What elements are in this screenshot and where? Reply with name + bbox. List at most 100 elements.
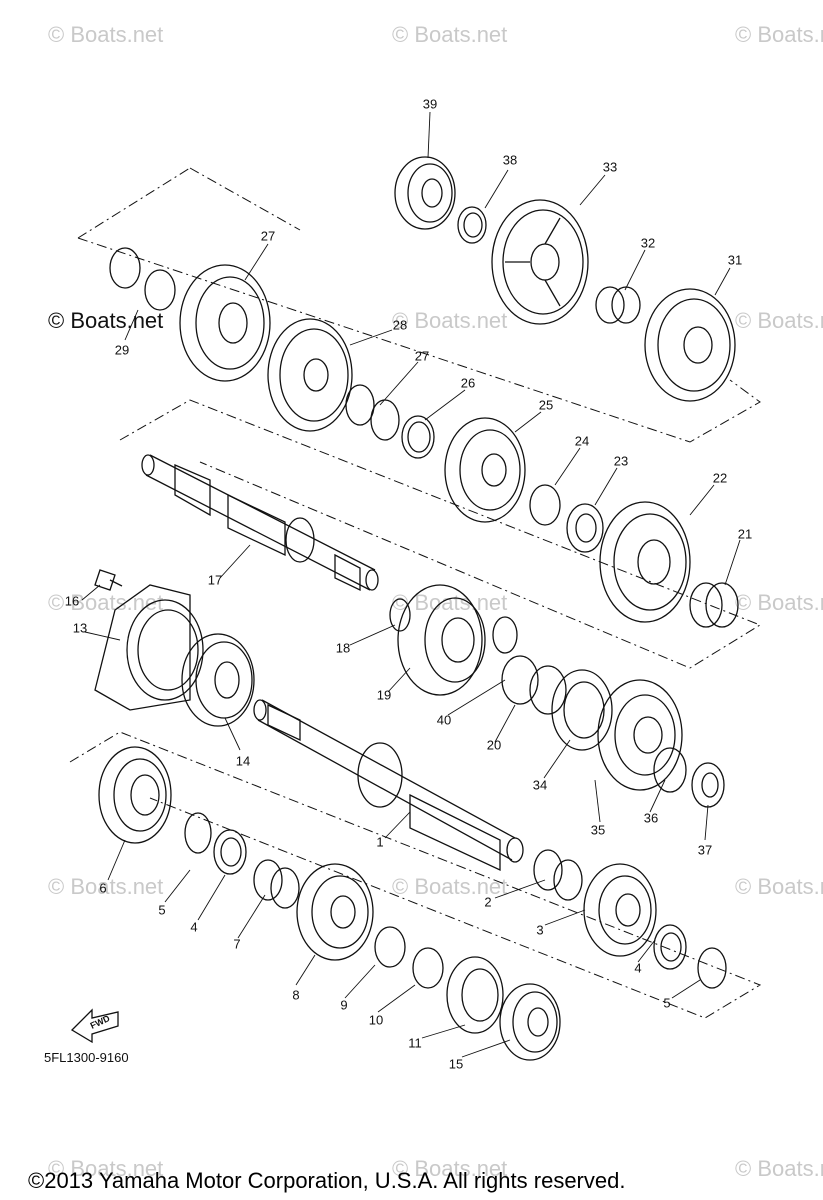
callout-5-right: 5 — [663, 995, 671, 1011]
diagram-code: 5FL1300-9160 — [44, 1050, 129, 1065]
watermark: © Boats.net — [735, 590, 823, 615]
watermark: © Boats.net — [48, 1156, 164, 1181]
callout-31: 31 — [727, 252, 743, 268]
callout-6: 6 — [99, 880, 107, 896]
callout-5-left: 5 — [158, 902, 166, 918]
callout-39: 39 — [422, 96, 438, 112]
watermark: © Boats.net — [48, 22, 164, 47]
callout-28: 27 — [260, 228, 276, 244]
callout-29: 29 — [114, 342, 130, 358]
callout-9: 9 — [340, 997, 348, 1013]
watermark: © Boats.net — [392, 1156, 508, 1181]
fwd-arrow-icon — [70, 1008, 119, 1044]
washer-10 — [412, 947, 444, 989]
callout-34: 34 — [532, 777, 548, 793]
oring-40 — [492, 616, 518, 654]
callout-17: 18 — [335, 640, 351, 656]
gear-33 — [491, 199, 589, 325]
washer-4-left — [213, 829, 247, 875]
callout-19: 20 — [486, 737, 502, 753]
callout-13: 14 — [235, 753, 251, 769]
gear-35 — [597, 679, 683, 791]
callout-18: 19 — [376, 687, 392, 703]
callout-14: 15 — [448, 1056, 464, 1072]
copyright-notice: ©2013 Yamaha Motor Corporation, U.S.A. A… — [28, 1168, 626, 1193]
circlip-5-right — [697, 947, 727, 989]
gear-11 — [446, 956, 504, 1034]
callout-36: 36 — [643, 810, 659, 826]
callout-23: 24 — [574, 433, 590, 449]
watermark: © Boats.net — [48, 590, 164, 615]
watermark: © Boats.net — [392, 874, 508, 899]
callout-12: 13 — [72, 620, 88, 636]
housing-12 — [94, 584, 204, 711]
bolt-15 — [94, 569, 123, 591]
gear-6 — [98, 746, 172, 844]
washer-9 — [374, 926, 406, 968]
shaft-16 — [141, 454, 379, 592]
watermark: © Boats.net — [735, 874, 823, 899]
watermark: © Boats.net — [392, 308, 508, 333]
bushing-26 — [345, 384, 400, 441]
callout-27: 28 — [392, 317, 408, 333]
watermark: © Boats.net — [48, 308, 164, 333]
callout-11: 11 — [408, 1035, 422, 1051]
bearing-39 — [394, 156, 456, 230]
callout-25: 26 — [460, 375, 476, 391]
callout-38: 38 — [502, 152, 518, 168]
callout-8: 8 — [292, 987, 300, 1003]
callout-33: 33 — [602, 159, 618, 175]
callout-2: 2 — [484, 894, 492, 910]
circlip-5-left — [184, 812, 212, 854]
watermark: © Boats.net — [392, 22, 508, 47]
washer-38 — [457, 206, 487, 244]
washer-25 — [401, 415, 435, 459]
gear-3 — [583, 863, 657, 957]
callout-7: 7 — [233, 936, 241, 952]
callout-20: 21 — [737, 526, 753, 542]
callout-35: 35 — [590, 822, 606, 838]
washer-4-right — [653, 924, 687, 970]
washer-22 — [566, 503, 604, 553]
callout-22: 23 — [613, 453, 629, 469]
watermark: © Boats.net — [392, 590, 508, 615]
callout-21: 22 — [712, 470, 728, 486]
collar-19 — [501, 655, 567, 715]
callout-26: 27 — [414, 348, 430, 364]
washer-36 — [653, 747, 687, 793]
nut-37 — [691, 762, 725, 808]
callout-40: 40 — [436, 712, 452, 728]
gear-24 — [444, 417, 526, 523]
callout-32: 32 — [640, 235, 656, 251]
callout-16: 17 — [207, 572, 223, 588]
watermark: © Boats.net — [48, 874, 164, 899]
bearing-18 — [397, 584, 486, 696]
circlip-23 — [529, 484, 561, 526]
gear-28 — [179, 264, 271, 382]
watermark: © Boats.net — [735, 22, 823, 47]
callout-4-right: 4 — [634, 960, 642, 976]
gear-8 — [296, 863, 374, 961]
bearing-14 — [499, 983, 561, 1061]
bushing-20 — [689, 582, 739, 628]
shim-34 — [551, 669, 613, 751]
callout-3: 3 — [536, 922, 544, 938]
callout-15: 16 — [64, 593, 80, 609]
circlip-29 — [109, 247, 176, 311]
bushing-7 — [253, 859, 300, 909]
gear-27 — [267, 318, 353, 432]
shaft-1 — [253, 699, 524, 872]
gear-31 — [644, 288, 736, 402]
bushing-2 — [533, 849, 583, 901]
gear-21 — [599, 501, 691, 623]
watermark: © Boats.net — [735, 308, 823, 333]
callout-10: 10 — [368, 1012, 384, 1028]
washer-17 — [389, 598, 411, 632]
bearing-13 — [181, 633, 255, 727]
bushing-32 — [595, 286, 641, 324]
callout-4-left: 4 — [190, 919, 198, 935]
watermark: © Boats.net — [735, 1156, 823, 1181]
callout-1: 1 — [376, 834, 384, 850]
callout-24: 25 — [538, 397, 554, 413]
